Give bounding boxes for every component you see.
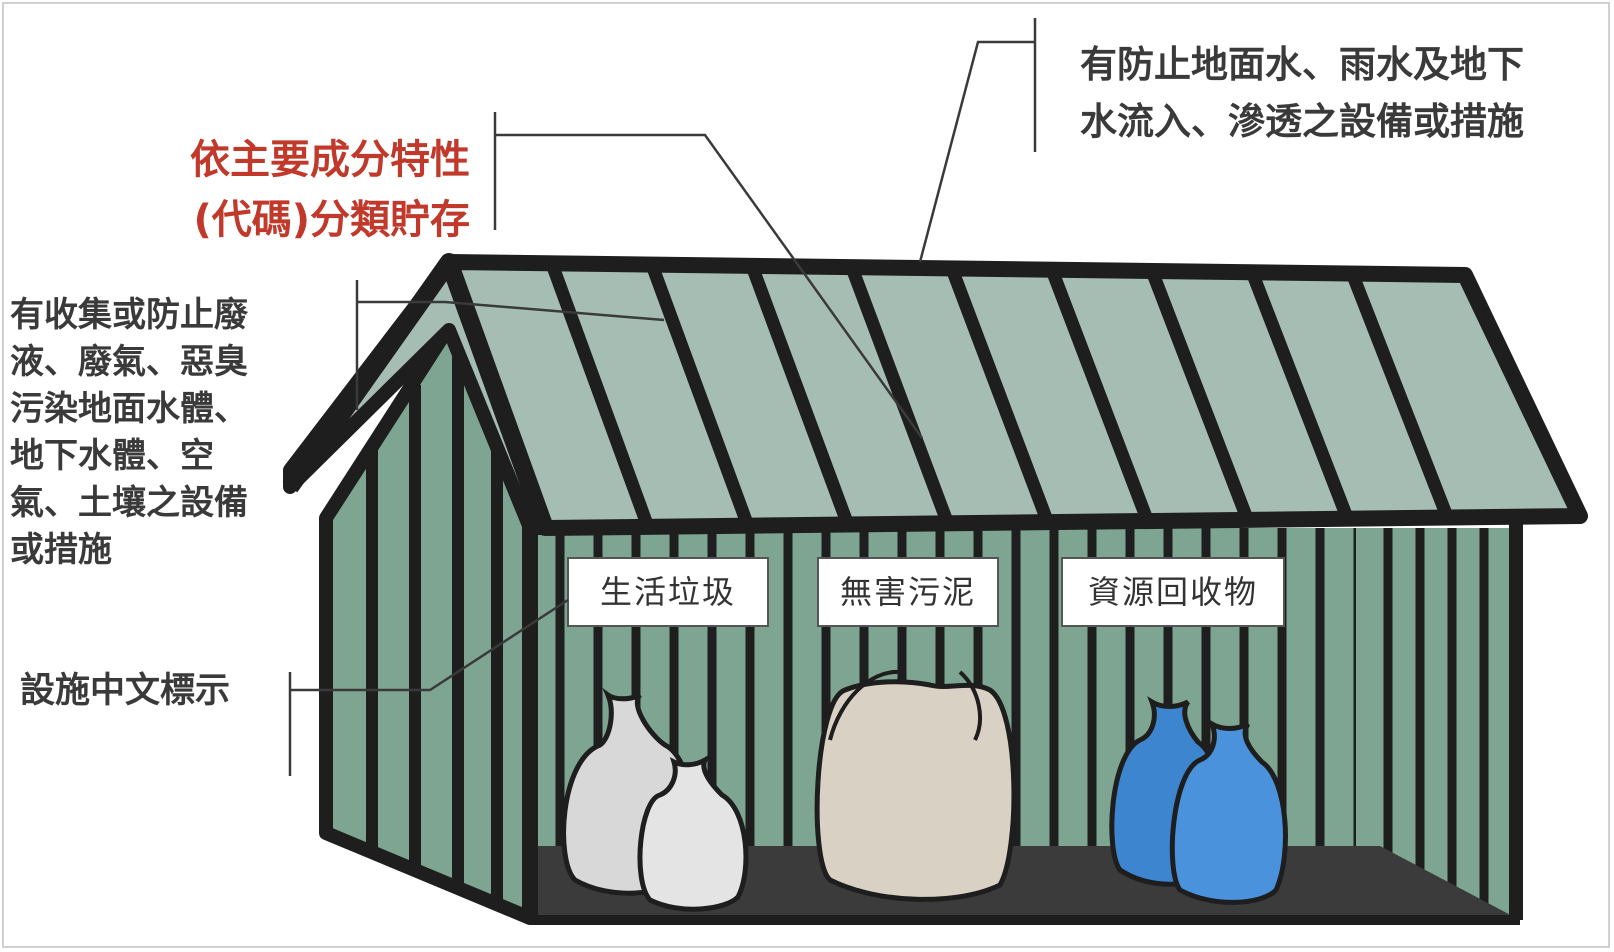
leader-classified-storage xyxy=(495,133,924,439)
bag-beige xyxy=(814,669,1017,902)
callout-water-barrier-line-2: 水流入、滲透之設備或措施 xyxy=(1080,100,1524,143)
callout-classified-storage: 依主要成分特性 (代碼)分類貯存 xyxy=(150,130,470,250)
callout-pollution-line-4: 地下水體、空 xyxy=(10,436,214,476)
sign-sludge-label: 無害污泥 xyxy=(839,573,976,611)
sign-recycle-board xyxy=(1061,557,1285,627)
leader-signage xyxy=(290,598,569,692)
right-wall xyxy=(1356,520,1523,920)
leader-pollution xyxy=(357,300,665,322)
sign-domestic-label: 生活垃圾 xyxy=(599,573,736,611)
sign-domestic-board xyxy=(567,557,769,627)
callout-water-barrier-line-1: 有防止地面水、雨水及地下 xyxy=(1080,43,1524,86)
callout-pollution-line-2: 液、廢氣、惡臭 xyxy=(10,342,248,382)
callout-pollution-line-6: 或措施 xyxy=(10,530,112,570)
callout-water-barrier: 有防止地面水、雨水及地下 水流入、滲透之設備或措施 xyxy=(1080,36,1524,150)
callout-pollution-prevention: 有收集或防止廢 液、廢氣、惡臭 污染地面水體、 地下水體、空 氣、土壤之設備 或… xyxy=(10,292,248,574)
leader-lines xyxy=(288,18,1037,776)
sign-sludge-board xyxy=(817,557,999,627)
roof xyxy=(282,253,1588,536)
sign-recycle-label: 資源回收物 xyxy=(1087,573,1258,611)
callout-signage: 設施中文標示 xyxy=(20,671,231,711)
bags-white xyxy=(561,687,749,912)
callout-pollution-line-1: 有收集或防止廢 xyxy=(10,295,248,335)
leader-water-barrier xyxy=(918,40,1035,263)
bags-blue xyxy=(1109,696,1288,905)
callout-classified-storage-line-2: (代碼)分類貯存 xyxy=(193,197,470,243)
callout-classified-storage-line-1: 依主要成分特性 xyxy=(190,137,470,183)
callout-pollution-line-5: 氣、土壤之設備 xyxy=(10,483,248,523)
callout-pollution-line-3: 污染地面水體、 xyxy=(10,389,248,429)
